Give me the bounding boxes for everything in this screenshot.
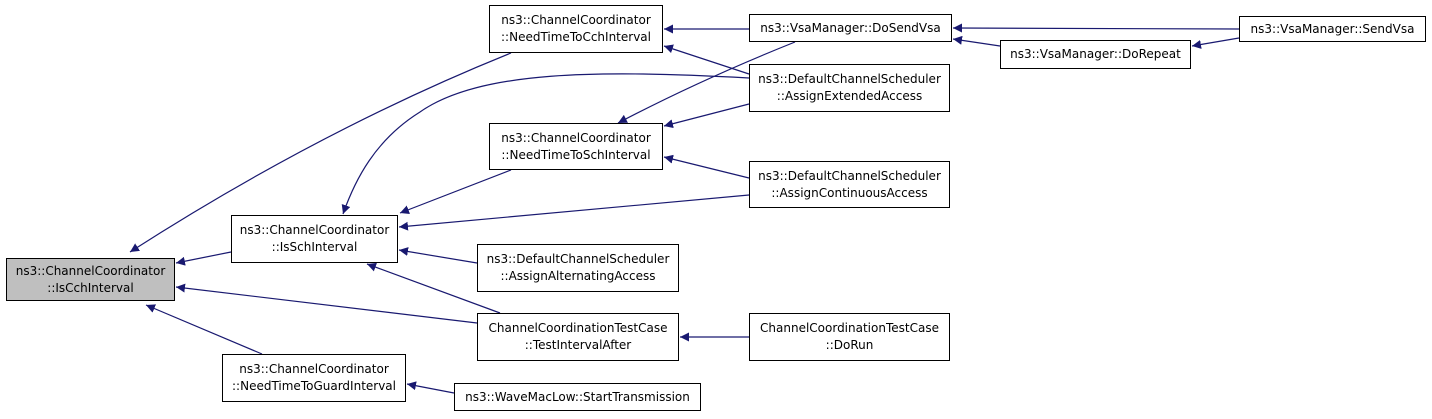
edge-assign-extended-access-to-is-sch-interval bbox=[341, 73, 750, 215]
node-do-run[interactable]: ChannelCoordinationTestCase ::DoRun bbox=[749, 313, 950, 361]
node-test-interval-after[interactable]: ChannelCoordinationTestCase ::TestInterv… bbox=[477, 313, 679, 361]
node-send-vsa[interactable]: ns3::VsaManager::SendVsa bbox=[1239, 16, 1426, 42]
node-need-time-to-cch-interval-line-1: ns3::ChannelCoordinator bbox=[501, 13, 651, 27]
node-assign-alternating-access-line-1: ns3::DefaultChannelScheduler bbox=[486, 252, 670, 266]
node-is-sch-interval-line-1: ns3::ChannelCoordinator bbox=[239, 223, 390, 237]
node-need-time-to-sch-interval[interactable]: ns3::ChannelCoordinator ::NeedTimeToSchI… bbox=[489, 123, 663, 170]
node-assign-alternating-access-line-2: ::AssignAlternatingAccess bbox=[500, 269, 656, 283]
edge-test-interval-after-to-is-cch-interval bbox=[175, 283, 478, 324]
edge-is-sch-interval-to-is-cch-interval bbox=[175, 251, 232, 266]
node-do-run-line-1: ChannelCoordinationTestCase bbox=[760, 321, 939, 335]
node-need-time-to-sch-interval-line-1: ns3::ChannelCoordinator bbox=[501, 130, 651, 145]
node-need-time-to-guard-interval[interactable]: ns3::ChannelCoordinator ::NeedTimeToGuar… bbox=[222, 354, 406, 402]
edge-assign-alternating-access-to-is-sch-interval bbox=[398, 247, 478, 264]
node-start-transmission[interactable]: ns3::WaveMacLow::StartTransmission bbox=[454, 383, 701, 411]
node-assign-extended-access-line-1: ns3::DefaultChannelScheduler bbox=[758, 72, 941, 86]
edge-assign-continuous-access-to-need-time-to-sch-interval bbox=[663, 154, 750, 179]
edge-do-repeat-to-do-send-vsa bbox=[952, 35, 1001, 47]
edge-assign-continuous-access-to-is-sch-interval bbox=[398, 194, 750, 231]
edge-assign-extended-access-to-need-time-to-sch-interval bbox=[663, 103, 750, 129]
edge-start-transmission-to-need-time-to-guard-interval bbox=[406, 381, 455, 394]
node-do-send-vsa[interactable]: ns3::VsaManager::DoSendVsa bbox=[749, 14, 952, 42]
edge-assign-extended-access-to-need-time-to-cch-interval bbox=[663, 44, 750, 75]
node-need-time-to-cch-interval[interactable]: ns3::ChannelCoordinator ::NeedTimeToCchI… bbox=[489, 5, 663, 53]
edge-need-time-to-cch-interval-to-is-cch-interval bbox=[129, 52, 512, 253]
edge-send-vsa-to-do-repeat bbox=[1191, 37, 1240, 49]
node-assign-continuous-access[interactable]: ns3::DefaultChannelScheduler ::AssignCon… bbox=[749, 161, 950, 208]
node-test-interval-after-line-2: ::TestIntervalAfter bbox=[524, 338, 632, 352]
node-assign-continuous-access-line-2: ::AssignContinuousAccess bbox=[771, 185, 928, 200]
node-do-send-vsa-line-1: ns3::VsaManager::DoSendVsa bbox=[760, 20, 941, 35]
node-assign-extended-access[interactable]: ns3::DefaultChannelScheduler ::AssignExt… bbox=[749, 64, 950, 112]
node-do-run-line-2: ::DoRun bbox=[825, 338, 874, 352]
node-need-time-to-guard-interval-line-2: ::NeedTimeToGuardInterval bbox=[232, 379, 396, 393]
node-assign-alternating-access[interactable]: ns3::DefaultChannelScheduler ::AssignAlt… bbox=[477, 244, 679, 292]
node-test-interval-after-line-1: ChannelCoordinationTestCase bbox=[488, 321, 668, 335]
edge-do-send-vsa-to-need-time-to-sch-interval bbox=[617, 41, 796, 124]
node-is-sch-interval-line-2: ::IsSchInterval bbox=[271, 240, 358, 254]
node-need-time-to-cch-interval-line-2: ::NeedTimeToCchInterval bbox=[501, 30, 651, 44]
node-need-time-to-sch-interval-line-2: ::NeedTimeToSchInterval bbox=[501, 147, 651, 162]
node-assign-extended-access-line-2: ::AssignExtendedAccess bbox=[776, 89, 923, 103]
edge-need-time-to-sch-interval-to-is-sch-interval bbox=[399, 169, 512, 214]
node-start-transmission-line-1: ns3::WaveMacLow::StartTransmission bbox=[465, 389, 690, 404]
node-do-repeat[interactable]: ns3::VsaManager::DoRepeat bbox=[1000, 40, 1191, 69]
node-need-time-to-guard-interval-line-1: ns3::ChannelCoordinator bbox=[239, 362, 389, 376]
node-do-repeat-line-1: ns3::VsaManager::DoRepeat bbox=[1010, 47, 1181, 61]
edge-test-interval-after-to-is-sch-interval bbox=[366, 262, 501, 314]
node-is-sch-interval[interactable]: ns3::ChannelCoordinator ::IsSchInterval bbox=[231, 215, 398, 263]
edge-need-time-to-guard-interval-to-is-cch-interval bbox=[145, 304, 263, 355]
node-assign-continuous-access-line-1: ns3::DefaultChannelScheduler bbox=[758, 168, 941, 183]
node-is-cch-interval: ns3::ChannelCoordinator ::IsCchInterval bbox=[6, 258, 175, 301]
node-is-cch-interval-line-2: ::IsCchInterval bbox=[47, 280, 134, 295]
node-is-cch-interval-line-1: ns3::ChannelCoordinator bbox=[15, 263, 166, 278]
edge-send-vsa-to-do-send-vsa bbox=[952, 23, 1240, 33]
node-send-vsa-line-1: ns3::VsaManager::SendVsa bbox=[1250, 21, 1415, 36]
